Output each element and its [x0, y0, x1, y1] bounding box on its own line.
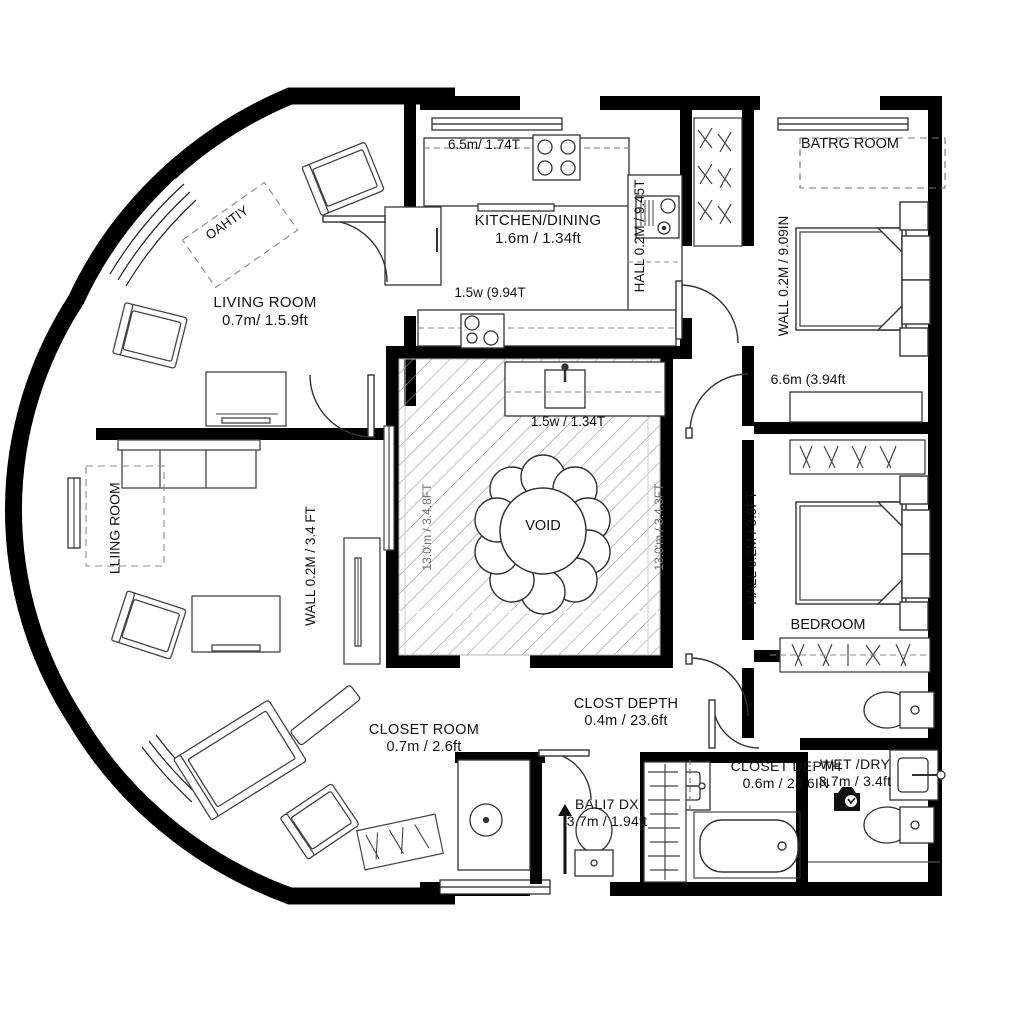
window-curved-upper [109, 183, 197, 287]
kitchen-dining-label: KITCHEN/DINING 1.6m / 1.34ft [438, 212, 638, 247]
wet-dry-dim: 3.7m / 3.4ft [818, 772, 892, 789]
dining-table-set [474, 454, 611, 615]
tv-lower [191, 595, 281, 653]
wet-dry-name: WET /DRY [819, 756, 891, 772]
door-living-to-hall [309, 374, 375, 438]
armchair-top [301, 142, 385, 216]
closet-depth-right-label: CLOSET DEPTH 0.6m / 23.6IN [706, 758, 866, 791]
sofa-bottom-left [173, 700, 307, 821]
wardrobe-hatch-hall-top [693, 117, 743, 247]
wet-dry-label: WET /DRY 3.7m / 3.4ft [800, 756, 910, 789]
window-left-mid [67, 477, 81, 549]
door-bedroom-low [685, 653, 749, 717]
closet-room-name: CLOSET ROOM [368, 722, 480, 738]
kitchen-name: KITCHEN/DINING [474, 212, 602, 229]
door-bedroom-top [685, 373, 749, 439]
wall-left-label: WALL 0.2M / 3.4 FT [303, 506, 319, 626]
wardrobe-hatch-bedroom-low [770, 637, 931, 673]
sofa-three-seat [117, 439, 261, 489]
toilet-lower-right [863, 806, 935, 844]
living-room-name: LIVING ROOM [213, 294, 317, 311]
armchair-bottom [280, 783, 359, 860]
closet-depth-mid-name: CLOST DEPTH [573, 696, 679, 712]
wardrobe-hatch-bedroom-top [789, 439, 926, 475]
armchair-mid-left [112, 302, 188, 369]
kitchen-dim: 1.6m / 1.34ft [495, 229, 581, 247]
living-room-label: LIVING ROOM 0.7m/ 1.5.9ft [180, 294, 350, 329]
fridge-unit [384, 206, 442, 286]
closet-room-label: CLOSET ROOM 0.7m / 2.6ft [344, 722, 504, 756]
window-top-bedroom [777, 117, 909, 131]
console-left-of-void [343, 537, 381, 665]
sliding-door-left-void [383, 425, 395, 551]
closet-depth-right-dim: 0.6m / 23.6IN [742, 774, 830, 791]
counter-top-dim: 6.5m/ 1.74T [447, 137, 521, 152]
toilet-mid [574, 807, 614, 877]
kitchen-upper-counter [423, 137, 630, 212]
bathroom-top-label: BATRG ROOM [800, 136, 899, 152]
dresser-top [789, 391, 923, 423]
kitchen-sink-upper [635, 195, 680, 239]
window-top-kitchen [431, 117, 563, 131]
cooktop-lower [460, 313, 505, 349]
toilet-upper-right [863, 691, 935, 729]
armchair-lower-left [111, 590, 187, 660]
entry-arrow [558, 804, 572, 874]
void-right-dim: 13.0'm / 3.4.3FT [651, 483, 666, 571]
counter-mid-dim: 1.5w (9.94T [454, 285, 526, 300]
door-kitchen-to-hall [675, 280, 739, 344]
void-left-dim: 13.0'm / 3.4.8FT [419, 483, 434, 571]
dashed-rug-living [85, 465, 165, 567]
counter-island-below [504, 361, 666, 417]
window-bottom [439, 879, 551, 895]
door-bath-right [708, 699, 760, 749]
counter-low-dim: 1.5w / 1.34T [530, 414, 606, 429]
shower-hatch-mid [643, 761, 687, 883]
bath-mid-label: BALI7 DX 3.7m / 1.94ft [542, 796, 672, 829]
vanity-left-of-bath [457, 759, 531, 871]
bed-upper [795, 201, 931, 357]
closet-depth-mid-label: CLOST DEPTH 0.4m / 23.6ft [546, 696, 706, 730]
shower-drain-icon [834, 787, 860, 811]
cabinet-bottom-hatch [356, 813, 444, 871]
pantry-dashed-box [181, 181, 299, 289]
living-room-side-label: LLIING ROOM [106, 482, 123, 575]
bedroom-top-dim: 6.6m (3.94ft [770, 371, 846, 387]
round-dining-table [499, 487, 587, 575]
sink-wet-dry [889, 749, 946, 801]
door-bath-mid [538, 749, 592, 801]
closet-depth-mid-dim: 0.4m / 23.6ft [584, 713, 668, 730]
bath-mid-name: BALI7 DX [575, 796, 639, 812]
bed-lower [795, 475, 931, 631]
hall-right-low-label: HALL 0.2M / 3.9FT [744, 491, 760, 605]
cooktop-upper [532, 134, 581, 181]
bathtub [693, 811, 801, 879]
coffee-table-bar [290, 685, 361, 746]
bedroom-low-label: BEDROOM [790, 617, 866, 633]
tv-top [205, 371, 287, 427]
door-kitchen-left [322, 215, 388, 283]
closet-room-dim: 0.7m / 2.6ft [386, 739, 462, 756]
closet-depth-right-name: CLOSET DEPTH [730, 758, 842, 774]
bath-mid-dim: 3.7m / 1.94ft [566, 812, 648, 829]
closet-dashed-top [799, 137, 946, 189]
living-room-dim: 0.7m/ 1.5.9ft [222, 311, 308, 329]
hall-top-label: HALL 0.2M / 9.45T [632, 179, 648, 293]
wall-right-top-label: WALL 0.2M / 9.09IN [776, 215, 792, 337]
void-label: VOID [525, 518, 561, 534]
